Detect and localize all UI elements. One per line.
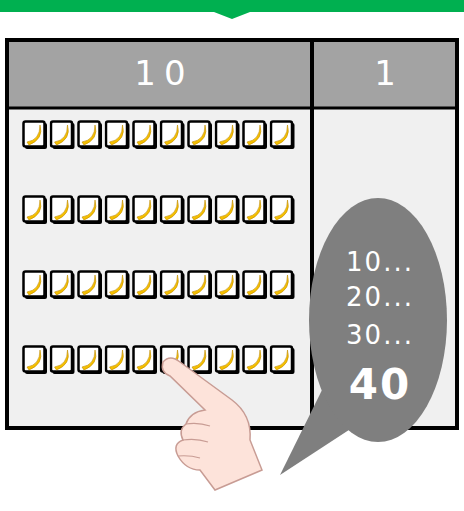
count-text: 40 bbox=[349, 364, 411, 406]
speech-bubble: 10... 20... 30... 40 bbox=[305, 198, 455, 442]
count-text: 20... bbox=[346, 284, 414, 310]
count-text: 10... bbox=[346, 249, 414, 275]
banana-cards bbox=[24, 122, 295, 375]
column-header: 1 bbox=[374, 56, 396, 90]
table-header bbox=[7, 40, 457, 108]
column-header: 10 bbox=[134, 56, 193, 90]
banner bbox=[0, 0, 464, 19]
count-text: 30... bbox=[346, 322, 414, 348]
pointing-hand bbox=[162, 358, 262, 490]
